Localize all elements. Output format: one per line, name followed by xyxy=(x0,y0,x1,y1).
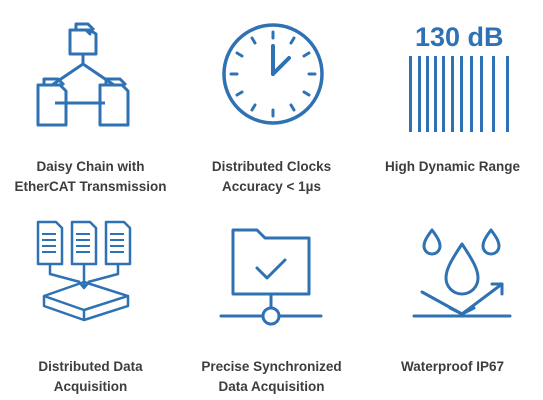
documents-into-tray-icon xyxy=(0,200,181,350)
feature-waterproof: Waterproof IP67 xyxy=(362,200,543,400)
feature-label: High Dynamic Range xyxy=(384,159,521,174)
daisy-chain-network-icon xyxy=(0,0,181,150)
feature-daisy-chain: Daisy Chain with EtherCAT Transmission xyxy=(0,0,181,200)
feature-high-dynamic-range: 130 dB High Dynamic Range xyxy=(362,0,543,200)
feature-label: Distributed Data Acquisition xyxy=(38,359,143,394)
water-drops-icon xyxy=(362,200,543,350)
feature-precise-synchronized: Precise Synchronized Data Acquisition xyxy=(181,200,362,400)
feature-label: Daisy Chain with EtherCAT Transmission xyxy=(14,159,167,194)
dynamic-range-bars-icon: 130 dB xyxy=(362,0,543,150)
dynamic-range-value: 130 dB xyxy=(415,22,504,52)
feature-label: Distributed Clocks Accuracy < 1µs xyxy=(211,159,332,194)
clock-icon xyxy=(181,0,362,150)
feature-label: Waterproof IP67 xyxy=(400,359,505,374)
feature-distributed-data-acquisition: Distributed Data Acquisition xyxy=(0,200,181,400)
feature-distributed-clocks: Distributed Clocks Accuracy < 1µs xyxy=(181,0,362,200)
networked-folder-check-icon xyxy=(181,200,362,350)
feature-label: Precise Synchronized Data Acquisition xyxy=(201,359,342,394)
